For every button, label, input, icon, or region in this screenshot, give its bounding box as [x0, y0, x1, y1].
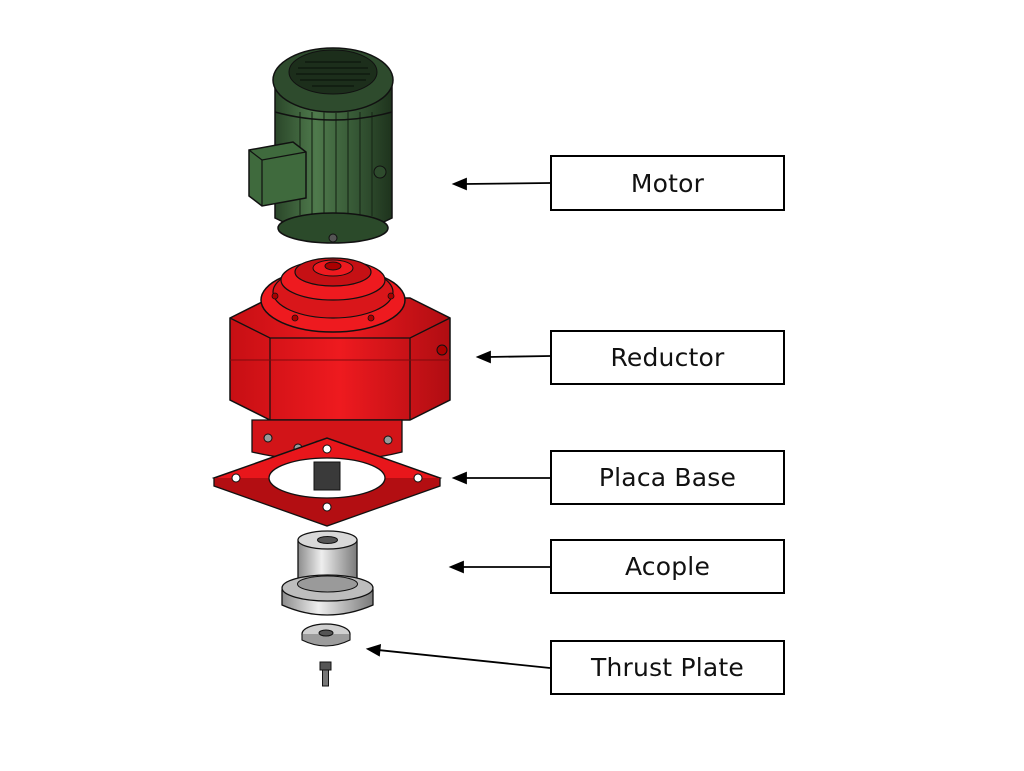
thrust-plate-part [301, 623, 351, 687]
arrow-acople [448, 560, 550, 574]
reductor-part [229, 257, 451, 462]
label-placa-base: Placa Base [550, 450, 785, 505]
label-acople: Acople [550, 539, 785, 594]
acople-part [281, 530, 374, 616]
label-reductor: Reductor [550, 330, 785, 385]
arrow-reductor [475, 350, 551, 364]
label-thrust-plate: Thrust Plate [550, 640, 785, 695]
label-arrows [365, 177, 551, 669]
arrow-thrust-plate [365, 644, 551, 669]
placa-base-part [211, 437, 443, 527]
label-motor: Motor [550, 155, 785, 211]
arrow-motor [451, 177, 551, 191]
arrow-placa-base [451, 471, 550, 485]
motor-part [248, 47, 394, 244]
